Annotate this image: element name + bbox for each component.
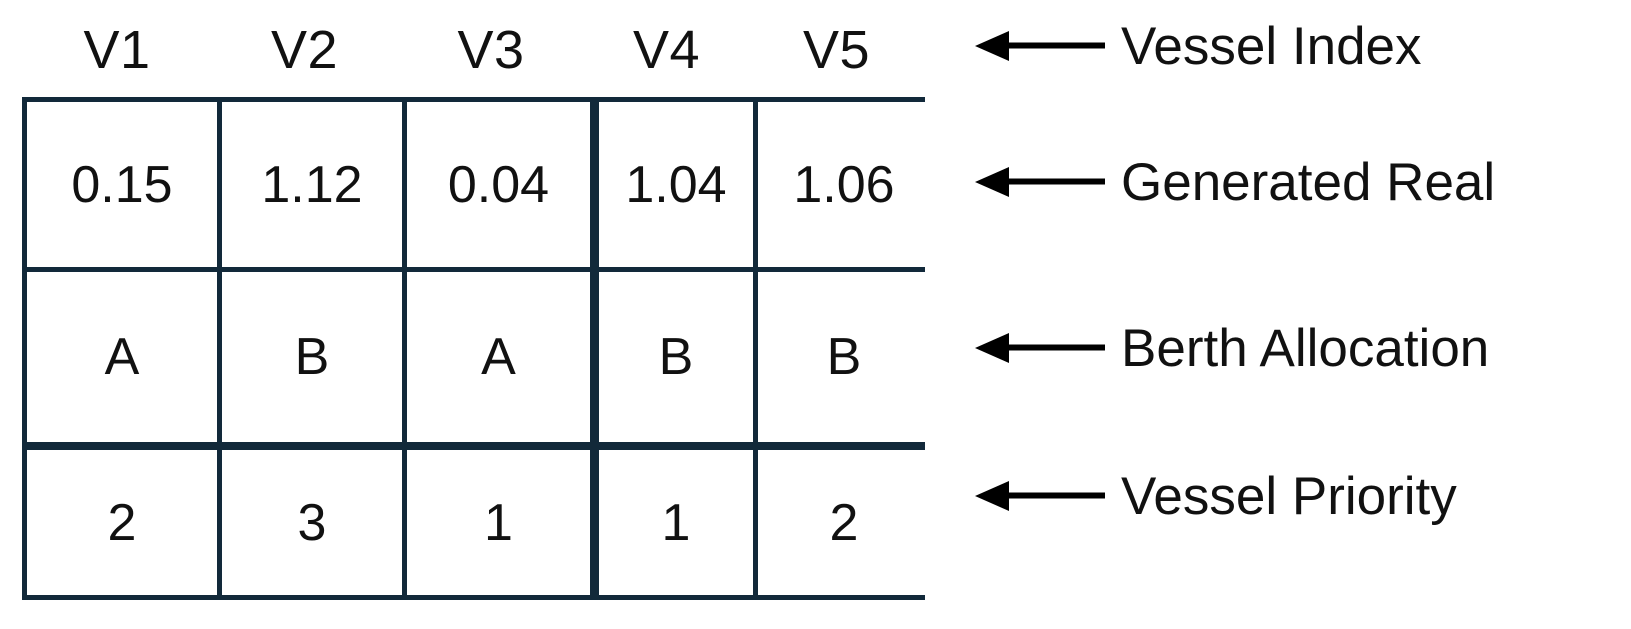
cell-generated-real-v3: 0.04 bbox=[402, 102, 590, 267]
column-header-v2: V2 bbox=[270, 20, 339, 80]
left-arrow-icon bbox=[975, 333, 1105, 363]
cell-berth-allocation-v5: B bbox=[753, 272, 930, 442]
cell-generated-real-v1: 0.15 bbox=[27, 102, 217, 267]
table-row-berth-allocation: A B A B B bbox=[27, 267, 930, 442]
cell-berth-allocation-v2: B bbox=[217, 272, 402, 442]
column-header-v5: V5 bbox=[802, 20, 871, 80]
cell-vessel-priority-v3: 1 bbox=[402, 450, 590, 595]
cell-vessel-priority-v1: 2 bbox=[27, 450, 217, 595]
annotation-label-vessel-index: Vessel Index bbox=[1121, 16, 1422, 76]
table-row-generated-real: 0.15 1.12 0.04 1.04 1.06 bbox=[27, 102, 930, 267]
left-arrow-icon bbox=[975, 167, 1105, 197]
annotation-label-vessel-priority: Vessel Priority bbox=[1121, 466, 1457, 526]
column-header-row: V1 V2 V3 V4 V5 bbox=[22, 6, 925, 94]
cell-generated-real-v4: 1.04 bbox=[590, 102, 753, 267]
annotation-label-berth-allocation: Berth Allocation bbox=[1121, 318, 1490, 378]
column-header-v3: V3 bbox=[457, 20, 525, 80]
annotation-label-generated-real: Generated Real bbox=[1121, 152, 1496, 212]
cell-generated-real-v2: 1.12 bbox=[217, 102, 402, 267]
left-arrow-icon bbox=[975, 31, 1105, 61]
cell-generated-real-v5: 1.06 bbox=[753, 102, 930, 267]
cell-vessel-priority-v4: 1 bbox=[590, 450, 753, 595]
cell-berth-allocation-v3: A bbox=[402, 272, 590, 442]
annotation-berth-allocation: Berth Allocation bbox=[975, 313, 1489, 383]
column-header-v4: V4 bbox=[632, 20, 701, 80]
table-row-vessel-priority: 2 3 1 1 2 bbox=[27, 442, 930, 595]
annotation-vessel-priority: Vessel Priority bbox=[975, 461, 1457, 531]
cell-berth-allocation-v4: B bbox=[590, 272, 753, 442]
annotation-generated-real: Generated Real bbox=[975, 147, 1495, 217]
left-arrow-icon bbox=[975, 481, 1105, 511]
cell-vessel-priority-v2: 3 bbox=[217, 450, 402, 595]
column-header-v1: V1 bbox=[83, 20, 151, 80]
vessel-data-table: 0.15 1.12 0.04 1.04 1.06 A B A B B 2 3 1… bbox=[22, 97, 930, 600]
cell-vessel-priority-v5: 2 bbox=[753, 450, 930, 595]
annotation-vessel-index: Vessel Index bbox=[975, 11, 1422, 81]
cell-berth-allocation-v1: A bbox=[27, 272, 217, 442]
